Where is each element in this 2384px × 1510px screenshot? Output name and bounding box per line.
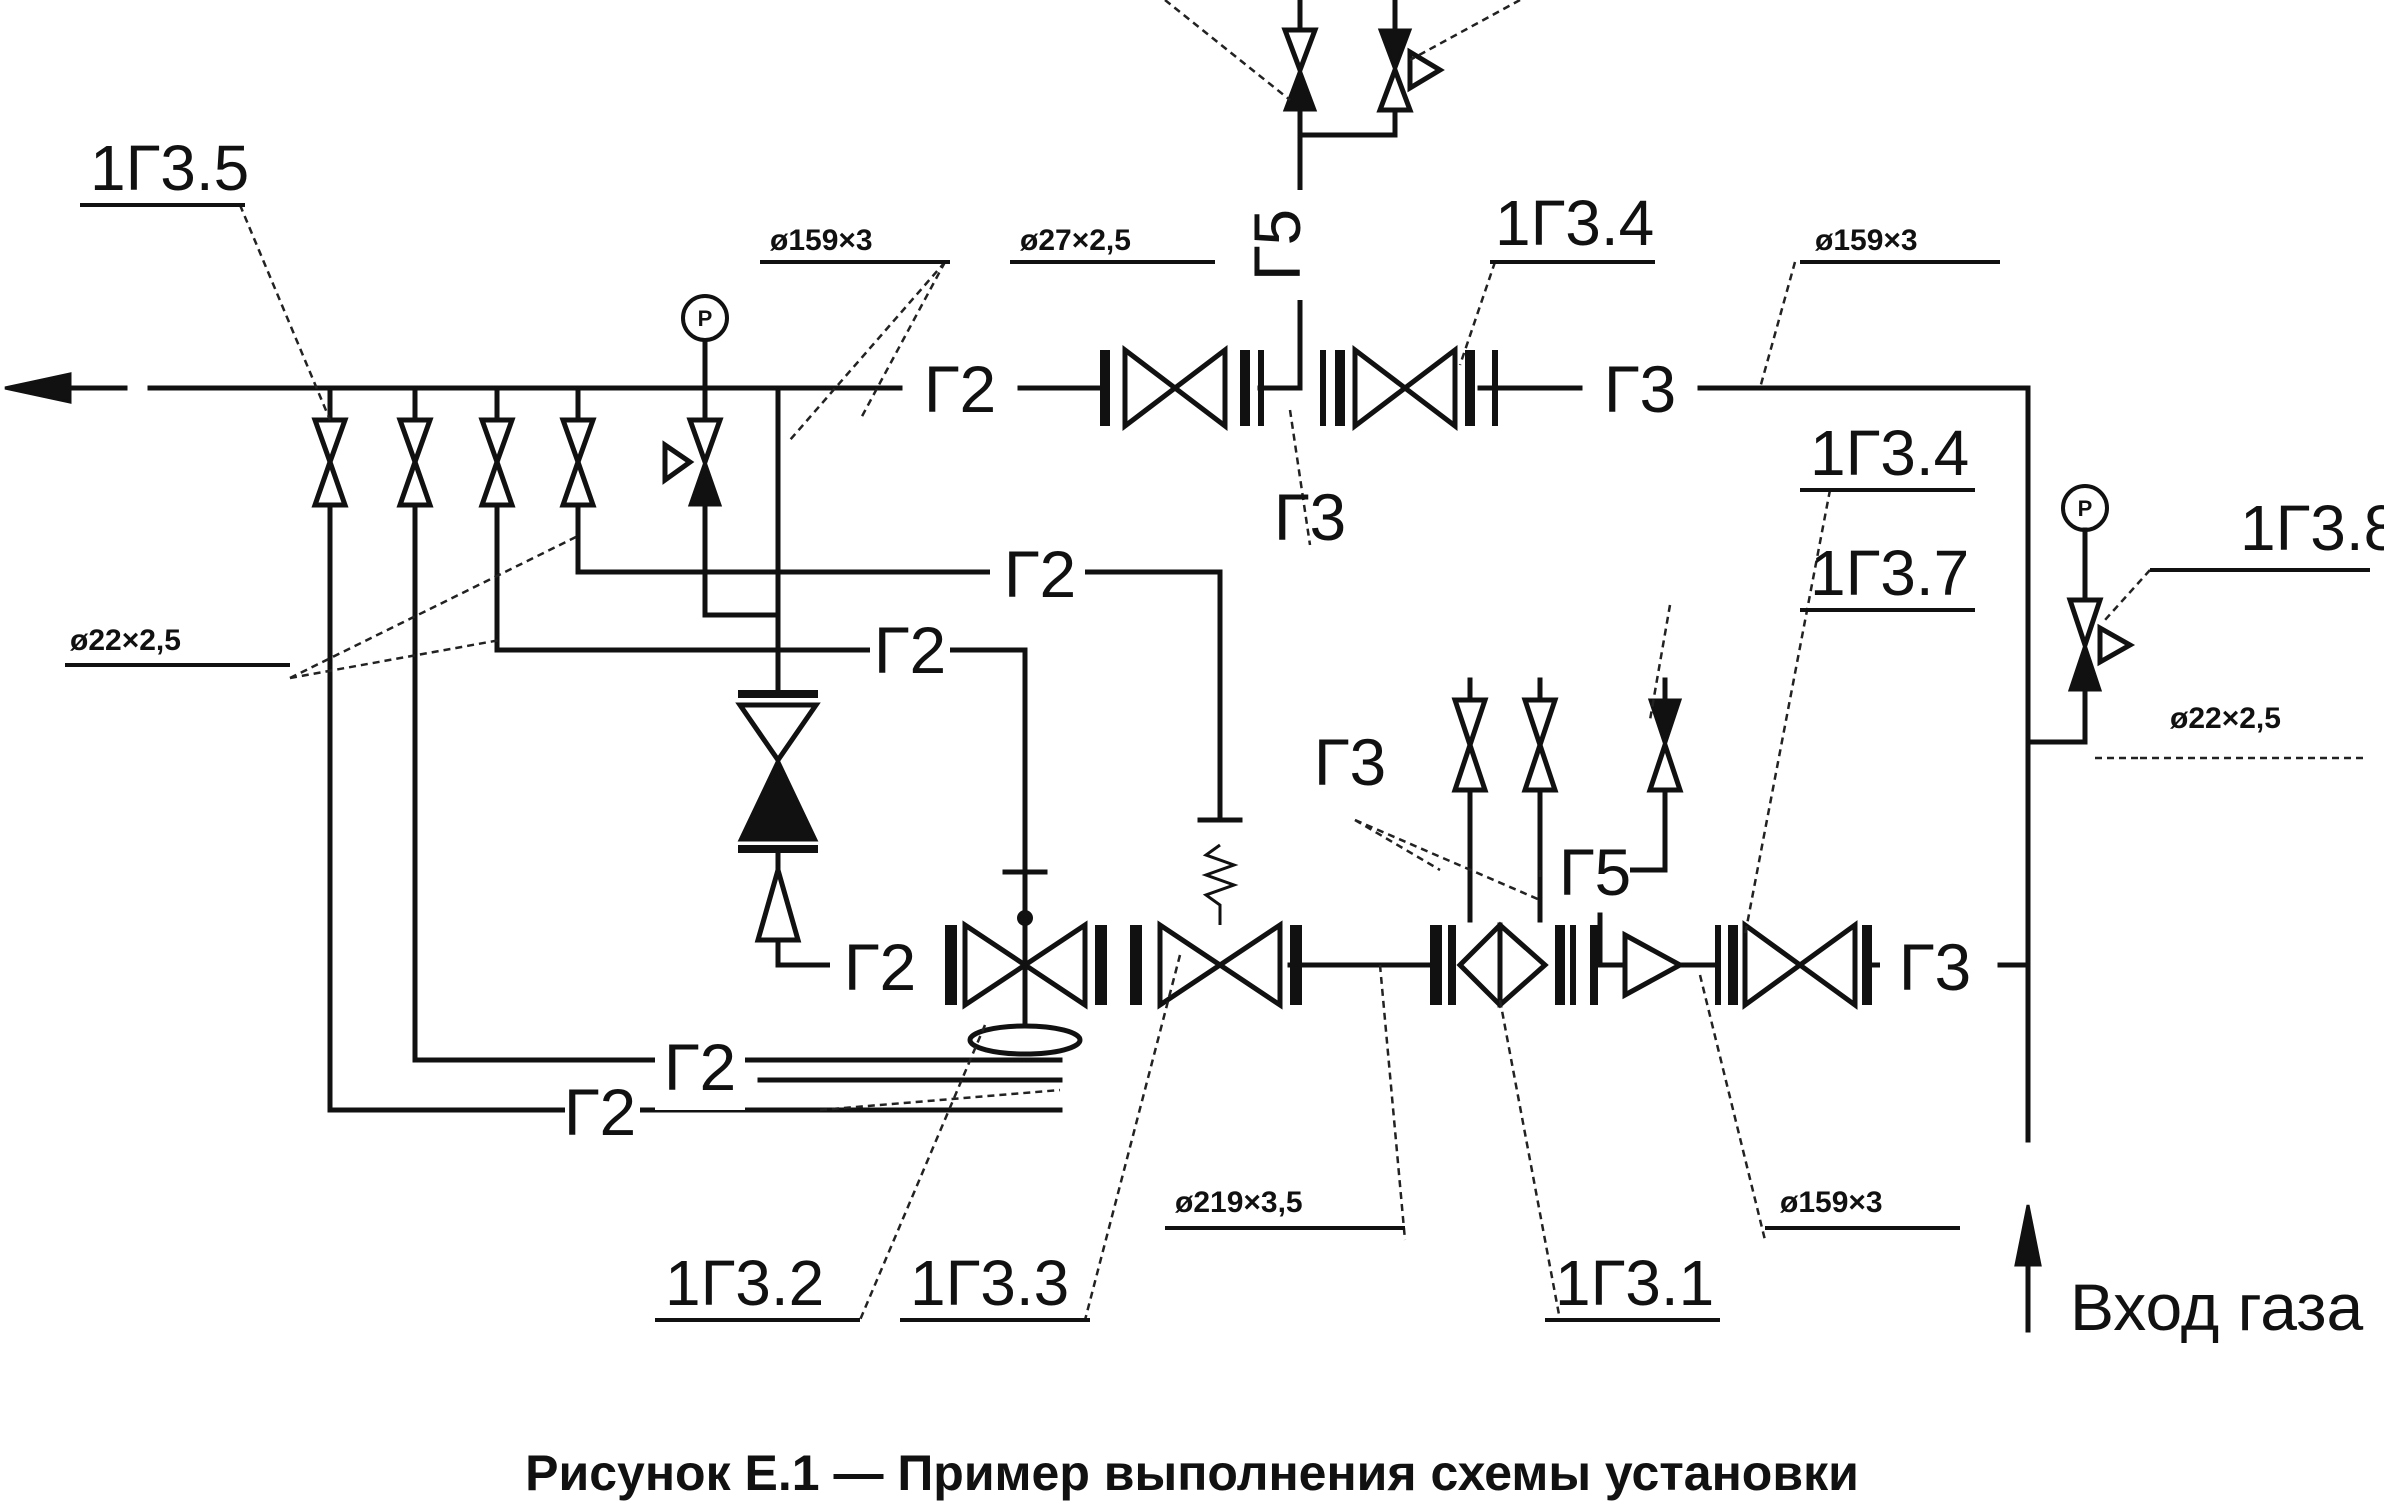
safety-valve-1g3-3 xyxy=(1130,817,1302,1010)
gas-inlet-label: Вход газа xyxy=(2070,1270,2363,1344)
medium-label: Г2 xyxy=(564,1075,636,1149)
tag-1g3-1: 1Г3.1 xyxy=(1555,1247,1714,1319)
regulator-1g3-2 xyxy=(945,869,1107,1057)
medium-label: Г2 xyxy=(924,352,996,426)
header-valve-1g3-4 xyxy=(1320,344,1498,432)
tag-1g3-7: 1Г3.7 xyxy=(1810,537,1969,609)
filter-1g3-1 xyxy=(1430,921,1576,1009)
inlet-valve-1g3-4 xyxy=(1715,920,1872,1010)
tag-1g3-2: 1Г3.2 xyxy=(665,1247,824,1319)
dim-22-right: ø22×2,5 xyxy=(2170,702,2281,735)
gauge-left-letter: P xyxy=(698,306,713,331)
pressure-gauge-right: P xyxy=(2061,484,2109,563)
position-tags: 1Г3.5 1Г3.4 1Г3.8 1Г3.7 1Г3.4 1Г3.2 1Г3.… xyxy=(80,132,2384,1322)
valve-1g3-5-group xyxy=(311,417,724,508)
shutoff-valve-vertical xyxy=(735,690,821,943)
filter-vent-valves xyxy=(1451,677,1559,793)
medium-label: Г3 xyxy=(1899,930,1971,1004)
dim-27: ø27×2,5 xyxy=(1020,224,1131,257)
tag-1g3-4-right: 1Г3.4 xyxy=(1810,417,1969,489)
medium-label: Г3 xyxy=(1314,725,1386,799)
valve-1g3-7 xyxy=(1646,677,1684,793)
header-valve-left xyxy=(1100,344,1264,432)
pressure-gauge-left: P xyxy=(681,294,729,423)
dim-22-left: ø22×2,5 xyxy=(70,624,181,657)
gauge-right-letter: P xyxy=(2078,496,2093,521)
dim-159-left: ø159×3 xyxy=(770,224,873,257)
medium-label: Г2 xyxy=(1004,537,1076,611)
tag-1g3-5: 1Г3.5 xyxy=(90,132,249,204)
pipe-dimensions: ø159×3 ø27×2,5 ø159×3 ø22×2,5 ø22×2,5 ø2… xyxy=(65,224,2281,1230)
medium-label: Г2 xyxy=(874,613,946,687)
figure-caption: Рисунок Е.1 — Пример выполнения схемы ус… xyxy=(525,1445,1859,1501)
medium-label: Г2 xyxy=(844,930,916,1004)
medium-label: Г5 xyxy=(1559,835,1631,909)
tag-1g3-4-top: 1Г3.4 xyxy=(1495,187,1654,259)
dim-159-bottom: ø159×3 xyxy=(1780,1186,1883,1219)
tag-1g3-3: 1Г3.3 xyxy=(910,1247,1069,1319)
gas-inlet-arrow xyxy=(2014,1204,2042,1333)
medium-label: Г2 xyxy=(664,1030,736,1104)
top-valves-g5 xyxy=(1281,27,1445,113)
medium-labels: Г2 Г3 Г3 Г5 Г2 Г2 Г2 Г2 Г2 Г3 Г3 Г5 xyxy=(564,190,1990,1149)
tag-1g3-8: 1Г3.8 xyxy=(2240,492,2384,564)
check-valve xyxy=(1590,925,1718,1005)
leader-lines xyxy=(238,0,2365,1321)
valve-1g3-8 xyxy=(2066,597,2136,692)
medium-label: Г3 xyxy=(1604,352,1676,426)
dim-219: ø219×3,5 xyxy=(1175,1186,1303,1219)
medium-label: Г5 xyxy=(1240,209,1314,281)
medium-label: Г3 xyxy=(1274,480,1346,554)
dim-159-right: ø159×3 xyxy=(1815,224,1918,257)
gas-outlet-arrow xyxy=(4,372,128,404)
